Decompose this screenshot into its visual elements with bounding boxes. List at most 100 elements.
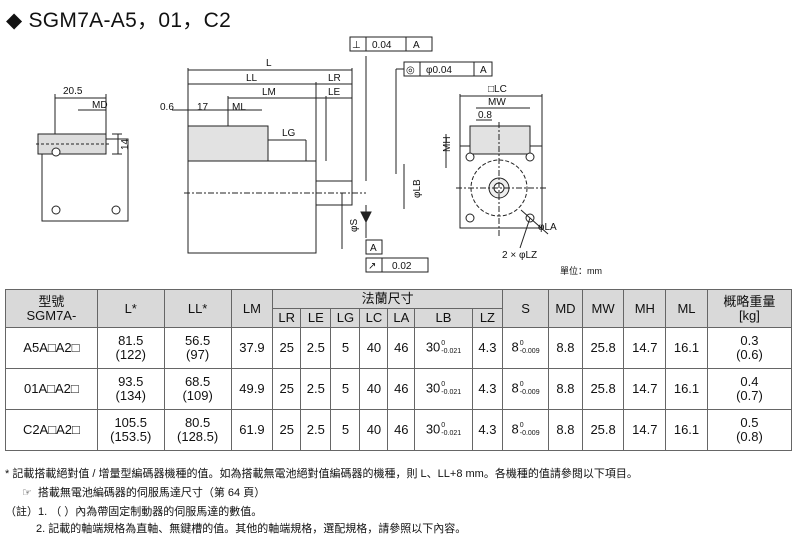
- cell-lc: 40: [359, 368, 389, 410]
- cell-lc: 40: [359, 409, 389, 451]
- dim-0-6: 0.6: [160, 102, 174, 113]
- cell-ll: 68.5(109): [163, 368, 232, 410]
- note-asterisk: * 記載搭載絕對值 / 增量型編碼器機種的值。如為搭載無電池絕對值編碼器的機種，…: [5, 468, 638, 480]
- dim-l: L: [266, 58, 272, 69]
- unit-label: 單位：mm: [560, 265, 602, 276]
- header-la: LA: [387, 308, 416, 328]
- diamond-bullet-icon: ◆: [6, 9, 23, 32]
- tol-runout-value: 0.02: [392, 261, 412, 272]
- cell-la: 46: [387, 409, 416, 451]
- cell-ml: 16.1: [665, 327, 708, 369]
- dim-ml: ML: [232, 102, 246, 113]
- tol-perp-symbol: ⊥: [352, 40, 361, 51]
- dim-lc: □LC: [488, 84, 507, 95]
- header-lb: LB: [414, 308, 473, 328]
- header-mw: MW: [581, 289, 625, 328]
- cell-lm: 37.9: [230, 327, 274, 369]
- pointing-hand-icon: ☞: [22, 487, 32, 499]
- header-lg: LG: [330, 308, 361, 328]
- cell-weight: 0.3(0.6): [706, 327, 793, 369]
- cell-weight: 0.5(0.8): [706, 409, 793, 451]
- cell-mw: 25.8: [581, 368, 625, 410]
- cell-lr: 25: [272, 409, 302, 451]
- cell-ll: 80.5(128.5): [163, 409, 232, 451]
- cell-lg: 5: [330, 409, 361, 451]
- cell-l: 81.5(122): [96, 327, 165, 369]
- cell-ml: 16.1: [665, 409, 708, 451]
- header-le: LE: [300, 308, 332, 328]
- dim-14: 14: [120, 138, 131, 150]
- dim-lm: LM: [262, 87, 276, 98]
- cell-lg: 5: [330, 368, 361, 410]
- cell-l: 105.5(153.5): [96, 409, 165, 451]
- cell-md: 8.8: [548, 368, 583, 410]
- cell-l: 93.5(134): [96, 368, 165, 410]
- header-md: MD: [548, 289, 583, 328]
- header-l: L*: [96, 289, 165, 328]
- header-flange: 法蘭尺寸: [272, 289, 504, 309]
- page-title: ◆SGM7A-A5，01，C2: [6, 4, 231, 34]
- table-row: C2A□A2□ 105.5(153.5) 80.5(128.5) 61.9 25…: [5, 409, 793, 451]
- cell-la: 46: [387, 368, 416, 410]
- reference-link-text[interactable]: 搭載無電池編碼器的伺服馬達尺寸（第 64 頁）: [37, 487, 266, 499]
- header-s: S: [502, 289, 550, 328]
- header-lz: LZ: [471, 308, 504, 328]
- front-view-connector: [469, 125, 531, 155]
- cell-model: 01A□A2□: [5, 368, 98, 410]
- header-mh: MH: [623, 289, 667, 328]
- cell-ll: 56.5(97): [163, 327, 232, 369]
- cell-mh: 14.7: [623, 368, 667, 410]
- side-view-motor-body: [187, 160, 317, 254]
- cell-mh: 14.7: [623, 327, 667, 369]
- cell-lm: 61.9: [230, 409, 274, 451]
- cell-ml: 16.1: [665, 368, 708, 410]
- dim-lr: LR: [328, 73, 341, 84]
- cell-le: 2.5: [300, 368, 332, 410]
- cell-mw: 25.8: [581, 409, 625, 451]
- cell-la: 46: [387, 327, 416, 369]
- title-text: SGM7A-A5，01，C2: [28, 9, 232, 32]
- dim-md: MD: [92, 100, 108, 111]
- cell-md: 8.8: [548, 327, 583, 369]
- cell-lz: 4.3: [471, 368, 504, 410]
- cell-lz: 4.3: [471, 409, 504, 451]
- cell-le: 2.5: [300, 327, 332, 369]
- header-weight: 概略重量[kg]: [706, 289, 793, 328]
- tol-conc-value: φ0.04: [426, 65, 452, 76]
- cell-model: C2A□A2□: [5, 409, 98, 451]
- note-1: （註）1. （ ）內為帶固定制動器的伺服馬達的數值。: [5, 506, 263, 518]
- cell-mw: 25.8: [581, 327, 625, 369]
- dim-s: φS: [349, 219, 360, 232]
- tol-conc-symbol: ◎: [406, 65, 415, 76]
- dim-lb: φLB: [412, 179, 423, 198]
- dim-mh: MH: [442, 136, 453, 152]
- cell-mh: 14.7: [623, 409, 667, 451]
- tol-perp-value: 0.04: [372, 40, 392, 51]
- dim-lz: 2 × φLZ: [502, 250, 537, 261]
- dim-le: LE: [328, 87, 341, 98]
- tol-perp-ref: A: [413, 40, 420, 51]
- tol-runout-symbol: ↗: [368, 261, 376, 272]
- cell-weight: 0.4(0.7): [706, 368, 793, 410]
- cell-model: A5A□A2□: [5, 327, 98, 369]
- table-row: A5A□A2□ 81.5(122) 56.5(97) 37.9 25 2.5 5…: [5, 327, 793, 369]
- header-ml: ML: [665, 289, 708, 328]
- cell-lr: 25: [272, 327, 302, 369]
- dim-mw: MW: [488, 97, 506, 108]
- header-lm: LM: [230, 289, 274, 328]
- dim-la: φLA: [538, 222, 557, 233]
- dim-ll: LL: [246, 73, 258, 84]
- header-lc: LC: [359, 308, 389, 328]
- reference-link[interactable]: ☞ 搭載無電池編碼器的伺服馬達尺寸（第 64 頁）: [22, 484, 265, 500]
- cell-lz: 4.3: [471, 327, 504, 369]
- cell-lg: 5: [330, 327, 361, 369]
- tol-conc-ref: A: [480, 65, 487, 76]
